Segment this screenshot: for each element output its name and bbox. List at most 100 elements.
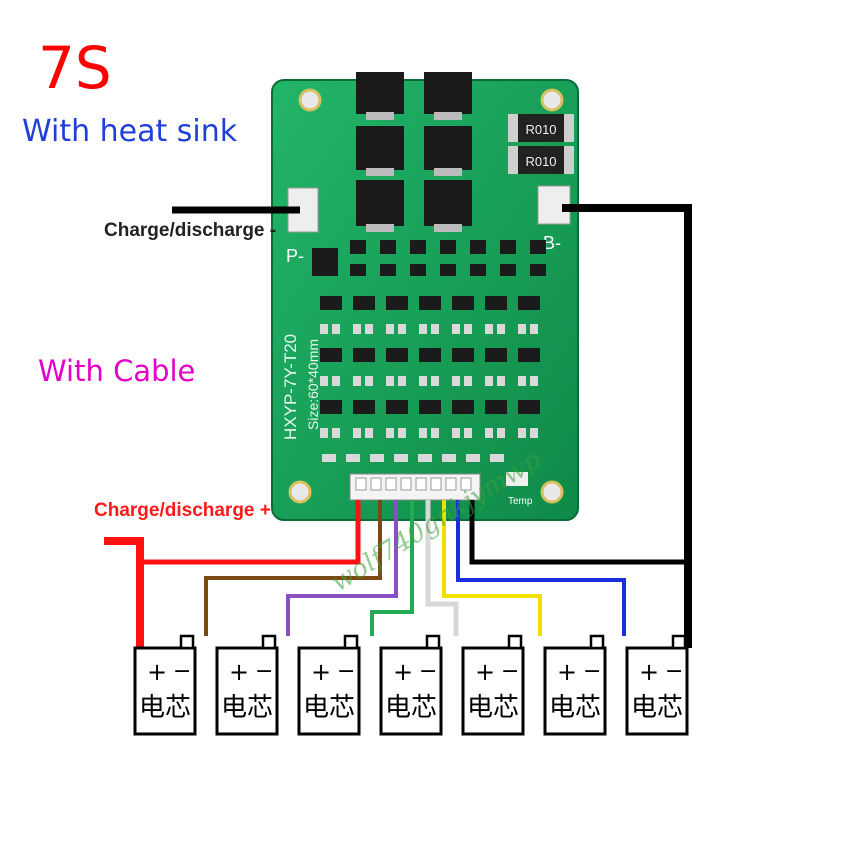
smd-resistor [431,376,439,386]
smd-components [312,240,546,462]
smd-ic [470,264,486,276]
battery-cell: +−电芯 [297,634,361,736]
discharge-negative-label: Charge/discharge - [104,220,277,241]
smd-resistor [452,428,460,438]
connector-pin [355,477,367,491]
smd-resistor [398,324,406,334]
smd-resistor [485,428,493,438]
smd-ic [386,348,408,362]
smd-ic [350,240,366,254]
smd-resistor [431,324,439,334]
wire-black [469,500,686,565]
temp-label: Temp [508,496,533,507]
wire-b-minus [562,204,692,648]
wire-purple [286,500,398,636]
connector-pin [460,477,472,491]
p-minus-label: P- [286,246,304,266]
smd-resistor [394,454,408,462]
smd-resistor [353,324,361,334]
smd-resistor [332,376,340,386]
smd-resistor [497,376,505,386]
mounting-hole [298,88,322,112]
mosfet [356,126,404,176]
wire-red [140,500,361,565]
mosfet [424,126,472,176]
b-minus-label: B- [543,233,561,253]
battery-cell: +−电芯 [379,634,443,736]
smd-ic [518,400,540,414]
shunt-resistor: R010 [508,146,574,174]
wire-yellow [442,500,542,636]
connector-pin [430,477,442,491]
smd-ic [320,348,342,362]
cell-minus-label: − [255,659,273,684]
mounting-hole [288,480,312,504]
smd-ic [320,400,342,414]
smd-resistor [464,324,472,334]
smd-ic [410,264,426,276]
cell-name-label: 电芯 [467,693,519,723]
bms-board: R010 R010 P- B- HXYP-7Y-T20 Size:60*40mm… [271,72,579,521]
cell-plus-label: + [311,658,331,686]
connector-pin [385,477,397,491]
cell-name-label: 电芯 [139,693,191,723]
smd-ic [312,248,338,276]
smd-ic [452,296,474,310]
cell-name-label: 电芯 [303,693,355,723]
smd-ic [353,400,375,414]
smd-resistor [518,376,526,386]
smd-resistor [518,324,526,334]
smd-ic [353,348,375,362]
cell-name-label: 电芯 [631,693,683,723]
smd-ic [419,296,441,310]
mosfet [424,72,472,120]
battery-cell: +−电芯 [215,634,279,736]
smd-resistor [370,454,384,462]
cell-minus-label: − [583,659,601,684]
smd-ic [518,296,540,310]
wire-brown [204,500,382,636]
wire-green [370,500,414,636]
mosfet [424,180,472,232]
smd-resistor [530,324,538,334]
cell-plus-label: + [639,658,659,686]
smd-resistor [365,428,373,438]
resistor-marking: R010 [525,154,556,169]
smd-resistor [320,324,328,334]
discharge-positive-label: Charge/discharge + [94,500,271,521]
cell-name-label: 电芯 [385,693,437,723]
cell-plus-label: + [393,658,413,686]
smd-resistor [518,428,526,438]
smd-ic [500,240,516,254]
cell-plus-label: + [147,658,167,686]
battery-cell: +− 电芯 [133,634,197,736]
smd-resistor [353,376,361,386]
board-size: Size:60*40mm [305,339,321,430]
cell-plus-label: + [557,658,577,686]
smd-resistor [365,324,373,334]
smd-resistor [346,454,360,462]
cell-minus-label: − [173,659,191,684]
cable-label: With Cable [38,354,196,388]
smd-resistor [320,376,328,386]
smd-resistor [485,376,493,386]
resistor-marking: R010 [525,122,556,137]
smd-resistor [320,428,328,438]
smd-ic [350,264,366,276]
smd-resistor [386,428,394,438]
temp-pad [506,472,528,486]
smd-resistor [452,324,460,334]
battery-cell: +−电芯 [543,634,607,736]
smd-ic [440,264,456,276]
cell-minus-label: − [665,659,683,684]
mounting-hole [540,88,564,112]
smd-resistor [332,324,340,334]
mosfet [356,72,404,120]
wire-red [104,537,144,648]
smd-ic [380,240,396,254]
smd-ic [518,348,540,362]
smd-resistor [452,376,460,386]
shunt-resistor: R010 [508,114,574,142]
smd-ic [470,240,486,254]
